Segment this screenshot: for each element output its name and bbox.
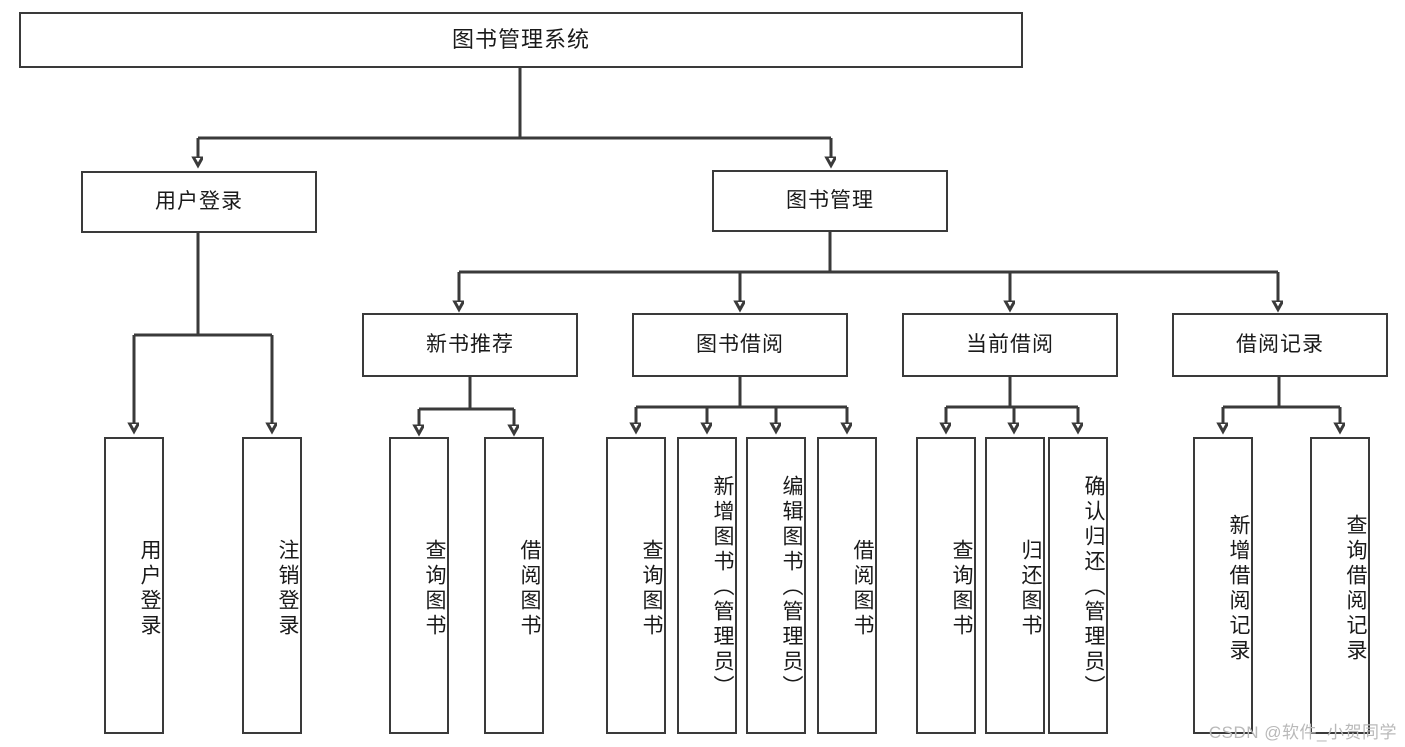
leaf-confirm-return[interactable]: 确认归还（管理员） (1048, 437, 1108, 734)
leaf-query-borrow-record[interactable]: 查询借阅记录 (1310, 437, 1370, 734)
leaf-borrow-book[interactable]: 借阅图书 (817, 437, 877, 734)
node-borrow-record[interactable]: 借阅记录 (1172, 313, 1388, 377)
leaf-edit-book[interactable]: 编辑图书（管理员） (746, 437, 806, 734)
leaf-borrow-book-recommend[interactable]: 借阅图书 (484, 437, 544, 734)
node-book-borrow[interactable]: 图书借阅 (632, 313, 848, 377)
node-user-login[interactable]: 用户登录 (81, 171, 317, 233)
leaf-add-book[interactable]: 新增图书（管理员） (677, 437, 737, 734)
leaf-return-book[interactable]: 归还图书 (985, 437, 1045, 734)
leaf-query-book-recommend[interactable]: 查询图书 (389, 437, 449, 734)
leaf-query-book-current[interactable]: 查询图书 (916, 437, 976, 734)
leaf-add-borrow-record[interactable]: 新增借阅记录 (1193, 437, 1253, 734)
node-book-manage[interactable]: 图书管理 (712, 170, 948, 232)
node-current-borrow[interactable]: 当前借阅 (902, 313, 1118, 377)
leaf-user-login[interactable]: 用户登录 (104, 437, 164, 734)
leaf-query-book-borrow[interactable]: 查询图书 (606, 437, 666, 734)
node-new-book-recommend[interactable]: 新书推荐 (362, 313, 578, 377)
leaf-user-logout[interactable]: 注销登录 (242, 437, 302, 734)
node-root-system[interactable]: 图书管理系统 (19, 12, 1023, 68)
csdn-watermark: CSDN @软件_小贺同学 (1208, 723, 1397, 742)
